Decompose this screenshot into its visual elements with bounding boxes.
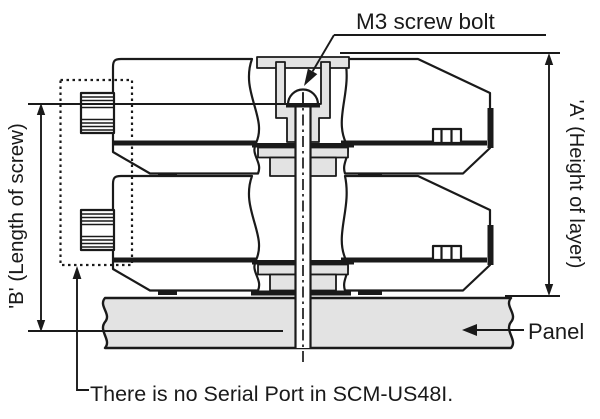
din-clip-bar [487, 225, 494, 265]
m3-leader [304, 34, 546, 86]
m3-label: M3 screw bolt [356, 9, 496, 34]
dimension-a [340, 52, 560, 297]
jack-screw-1 [79, 91, 116, 135]
screw-assembly [252, 56, 354, 363]
note-label: There is no Serial Port in SCM-US48I. [90, 382, 453, 406]
serial-port-dotted-box [59, 78, 134, 267]
din-clip-bar [487, 108, 494, 148]
note-leader [72, 266, 89, 391]
arrowhead-up [544, 53, 554, 65]
module-1 [111, 57, 494, 178]
arrowhead-up [36, 103, 46, 115]
dim-b-label: 'B' (Length of screw) [5, 123, 28, 309]
latch-detail [431, 127, 463, 145]
panel-label-arrow [462, 324, 524, 336]
arrowhead-down-left [304, 68, 318, 86]
dimension-b [28, 103, 320, 332]
module-2 [111, 174, 494, 296]
arrowhead-down [36, 320, 46, 332]
jack-screw-2 [79, 208, 116, 252]
arrowhead-left [462, 324, 477, 336]
screw-recess-lip [256, 56, 350, 69]
panel-label: Panel [528, 319, 584, 344]
arrowhead-up [72, 266, 82, 279]
dim-a-label: 'A' (Height of layer) [565, 100, 587, 269]
latch-detail [431, 244, 463, 262]
arrowhead-down [544, 284, 554, 296]
